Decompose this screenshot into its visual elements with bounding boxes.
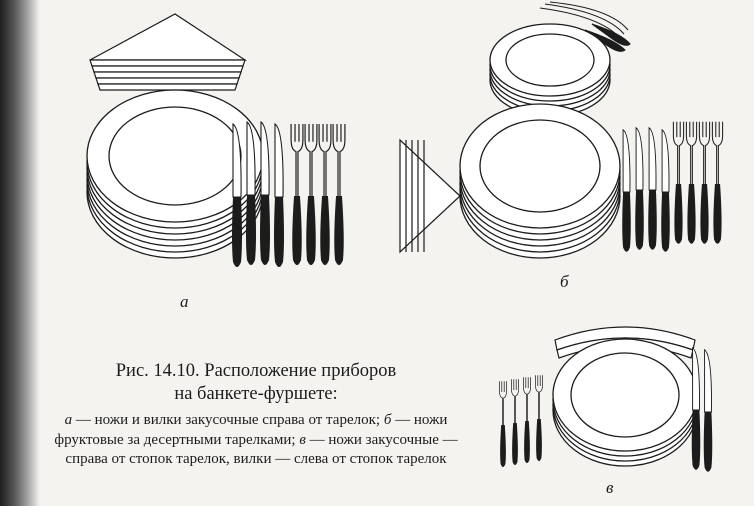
napkin-stack-side [399, 138, 461, 254]
caption-title-line1: Рис. 14.10. Расположение приборов [115, 361, 397, 381]
forks-group-left [498, 374, 544, 468]
plate-stack [459, 103, 621, 259]
caption-symbol-v: в [299, 431, 306, 448]
caption-symbol-a: а [64, 412, 73, 428]
knives-group [621, 127, 671, 253]
caption-symbol-b: б [383, 412, 392, 428]
figure-label-v: в [606, 478, 614, 497]
illustration-b-plates-dessert-knives [399, 1, 724, 259]
illustration-v-forks-left-knives-right [498, 326, 713, 473]
plate-stack [552, 338, 698, 467]
caption-title: Рис. 14.10. Расположение приборов на бан… [50, 360, 462, 406]
book-binding-shadow [0, 0, 40, 506]
napkin-stack-back [554, 326, 696, 359]
forks-group [672, 121, 724, 245]
forks-group [290, 123, 346, 266]
figure-label-b: б [560, 272, 569, 291]
figure-label-a: а [180, 292, 189, 311]
back-knives [539, 1, 631, 52]
dessert-plate-stack [489, 23, 611, 117]
caption-description: а — ножи и вилки закусочные справа от та… [50, 411, 462, 470]
plate-stack [86, 89, 264, 259]
knives-group-right [691, 347, 713, 473]
caption-text-b: — ножи фруктовые за десертными тарелками… [54, 412, 448, 448]
caption-text-v: — ножи закусочные — справа от стопок тар… [65, 431, 458, 468]
napkin-stack [89, 13, 248, 91]
caption-text-a: — ножи и вилки закусочные справа от таре… [72, 412, 384, 428]
illustration-a-plates-knives-forks [86, 13, 346, 268]
figure-caption: Рис. 14.10. Расположение приборов на бан… [50, 360, 462, 470]
caption-title-line2: на банкете-фуршете: [174, 384, 338, 404]
